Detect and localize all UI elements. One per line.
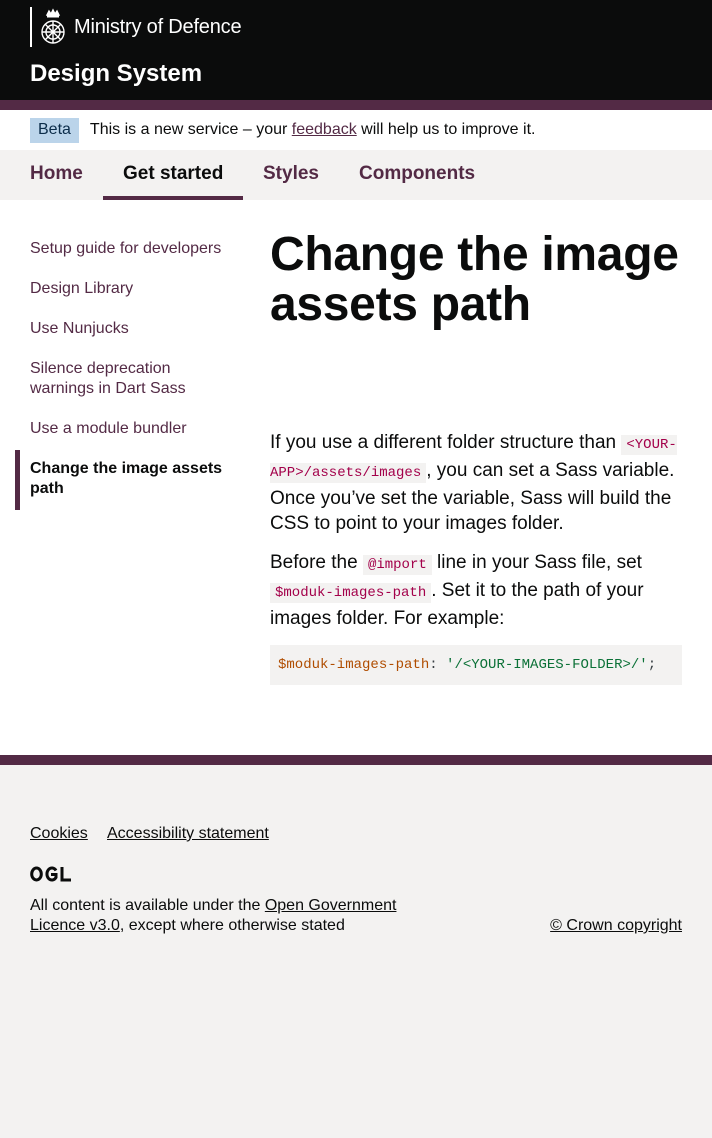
org-name: Ministry of Defence [74,15,242,38]
paragraph-before-import: Before the @import line in your Sass fil… [270,550,682,631]
sidebar-current-marker [15,450,20,510]
primary-navigation: Home Get started Styles Components [0,150,712,200]
mod-crest-icon [41,8,65,44]
site-header: Ministry of Defence Design System [0,0,712,100]
phase-banner: Beta This is a new service – your feedba… [0,110,712,150]
crown-copyright-link[interactable]: © Crown copyright [550,917,682,934]
article: Change the image assets path If you use … [270,228,682,685]
header-bottom-bar [0,100,712,110]
site-footer: Cookies Accessibility statement All cont… [0,765,712,1138]
beta-tag: Beta [30,117,79,143]
feedback-link[interactable]: feedback [291,121,357,138]
p1-text-before: If you use a different folder structure … [270,432,617,453]
ogl-licence-link[interactable]: Open Government Licence v3.0 [30,897,397,934]
logo-divider [30,7,32,47]
nav-item-components[interactable]: Components [359,163,476,184]
nav-item-styles[interactable]: Styles [263,163,319,184]
page-title: Change the image assets path [270,228,679,331]
p2-text-after: . Set it to the path of your images fold… [270,580,644,629]
code-example: $moduk-images-path: '/<YOUR-IMAGES-FOLDE… [270,645,682,685]
ogl-logo-icon [30,866,71,882]
footer-link-accessibility[interactable]: Accessibility statement [107,825,269,842]
code-string: '/<YOUR-IMAGES-FOLDER>/' [446,657,648,673]
sidebar-item-setup-guide[interactable]: Setup guide for developers [30,240,222,257]
phase-banner-text: This is a new service – your feedback wi… [90,121,536,139]
main-content-area: Setup guide for developers Design Librar… [0,200,712,755]
code-variable: $moduk-images-path [278,657,430,673]
p2-text-before: Before the [270,552,358,573]
phase-text-after: will help us to improve it. [361,121,536,138]
sidebar-item-nunjucks[interactable]: Use Nunjucks [30,320,129,337]
sidebar-item-module-bundler[interactable]: Use a module bundler [30,420,187,437]
nav-item-home[interactable]: Home [30,163,83,184]
nav-item-get-started[interactable]: Get started [103,150,244,200]
sidebar-item-dart-sass[interactable]: Silence deprecation warnings in Dart Sas… [30,360,186,397]
sidebar-item-design-library[interactable]: Design Library [30,280,134,297]
p2-text-middle: line in your Sass file, set [437,552,642,573]
licence-statement: All content is available under the Open … [30,896,410,936]
code-semicolon: ; [647,657,657,673]
service-name-link[interactable]: Design System [30,60,203,87]
footer-link-cookies[interactable]: Cookies [30,825,88,842]
sidebar-item-image-assets[interactable]: Change the image assets path [30,460,223,497]
inline-code-import: @import [362,555,432,575]
licence-text-after: , except where otherwise stated [119,917,345,934]
licence-text-before: All content is available under the [30,897,261,914]
code-colon: : [429,657,438,673]
p1-text-after: , you can set a Sass variable. Once you’… [270,460,675,534]
footer-top-bar [0,755,712,765]
header-logo-link[interactable]: Ministry of Defence [30,7,242,47]
inline-code-images-path: $moduk-images-path [270,583,432,603]
paragraph-folder-structure: If you use a different folder structure … [270,430,682,536]
phase-text-before: This is a new service – your [89,121,288,138]
